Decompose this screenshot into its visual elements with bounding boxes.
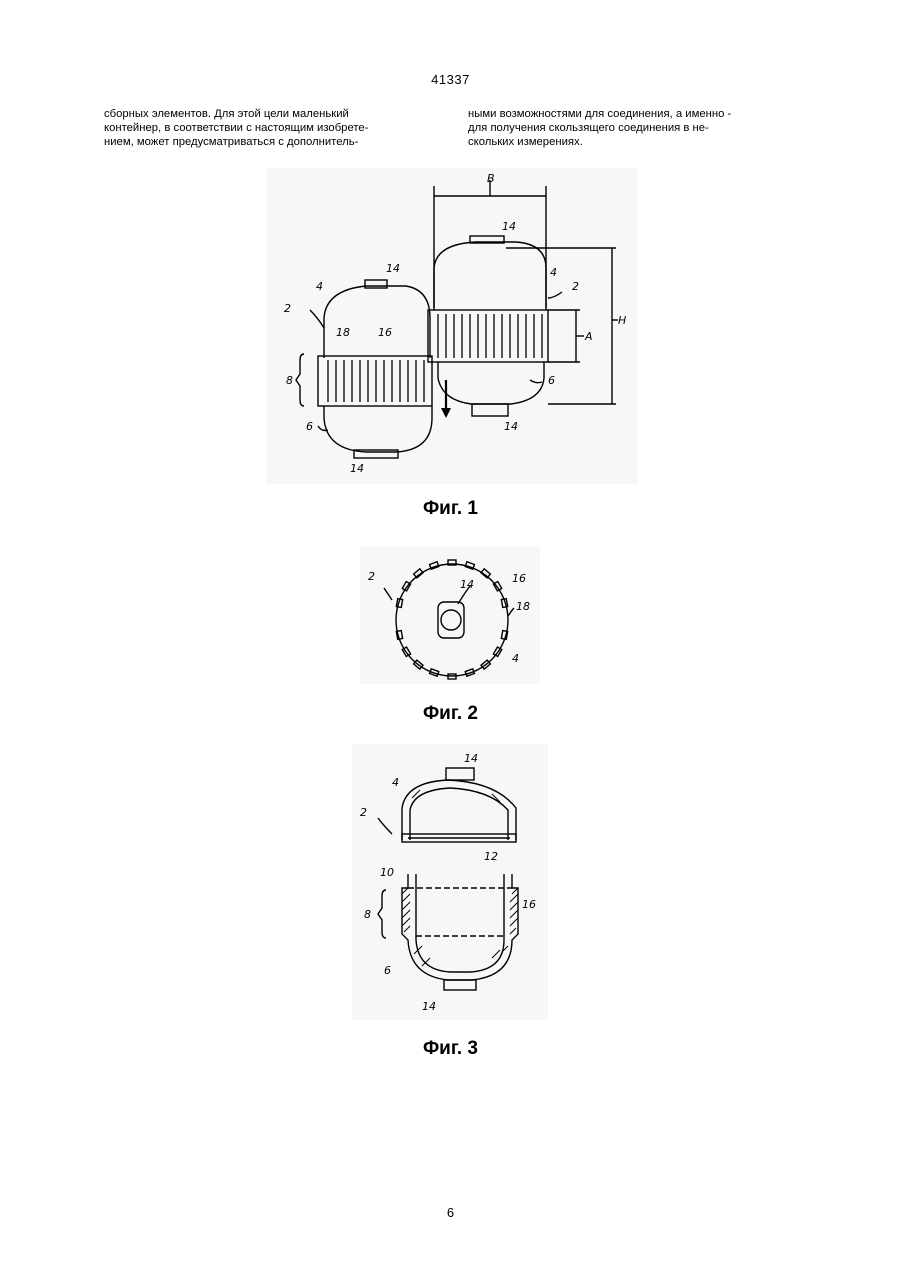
figure-3-drawing: 14 4 2 12 10 8 16 6 14 (352, 744, 548, 1020)
label-4: 4 (512, 652, 519, 665)
text-line: нием, может предусматриваться с дополнит… (104, 135, 432, 149)
label-2: 2 (368, 570, 375, 583)
label-14: 14 (504, 420, 518, 433)
label-14: 14 (386, 262, 400, 275)
figure-1-drawing: B H A 14 4 2 6 14 14 4 2 18 16 8 6 14 (266, 168, 638, 484)
label-16: 16 (378, 326, 392, 339)
page-footer-number: 6 (0, 1205, 901, 1220)
right-bottom-knob (472, 404, 508, 416)
label-16: 16 (522, 898, 536, 911)
text-line: контейнер, в соответствии с настоящим из… (104, 121, 432, 135)
label-8: 8 (364, 908, 371, 921)
left-top-knob (365, 280, 387, 288)
lid-knob (446, 768, 474, 780)
label-a: A (584, 330, 593, 343)
label-4: 4 (392, 776, 399, 789)
label-12: 12 (484, 850, 498, 863)
figure-2: 2 14 16 18 4 (360, 546, 540, 684)
body-knob (444, 980, 476, 990)
text-line: ными возможностями для соединения, а име… (468, 107, 796, 121)
label-14: 14 (502, 220, 516, 233)
lid-disc (396, 564, 508, 676)
text-line: для получения скользящего соединения в н… (468, 121, 796, 135)
label-18: 18 (336, 326, 350, 339)
figure-1-caption: Фиг. 1 (0, 498, 901, 520)
text-column-right: ными возможностями для соединения, а име… (468, 107, 796, 149)
right-container-top-cap (434, 242, 546, 310)
label-4: 4 (316, 280, 323, 293)
body-section (402, 874, 518, 980)
label-6: 6 (548, 374, 555, 387)
text-line: скольких измерениях. (468, 135, 796, 149)
label-2: 2 (360, 806, 367, 819)
label-16: 16 (512, 572, 526, 585)
label-h: H (618, 314, 626, 327)
text-line: сборных элементов. Для этой цели маленьк… (104, 107, 432, 121)
figure-2-drawing: 2 14 16 18 4 (360, 546, 540, 684)
ribs-right (438, 314, 542, 358)
right-container-bottom-cap (438, 362, 544, 404)
label-18: 18 (516, 600, 530, 613)
label-14: 14 (350, 462, 364, 475)
text-column-left: сборных элементов. Для этой цели маленьк… (104, 107, 432, 149)
label-8: 8 (286, 374, 293, 387)
label-6: 6 (306, 420, 313, 433)
label-10: 10 (380, 866, 394, 879)
figure-3: 14 4 2 12 10 8 16 6 14 (352, 744, 548, 1020)
hatching (402, 790, 518, 966)
left-container-top-cap (324, 286, 430, 358)
label-b: B (487, 172, 495, 185)
figure-1: B H A 14 4 2 6 14 14 4 2 18 16 8 6 14 (266, 168, 638, 484)
left-container-bottom-cap (324, 406, 432, 452)
page-header-number: 41337 (0, 72, 901, 87)
figure-2-caption: Фиг. 2 (0, 703, 901, 725)
label-6: 6 (384, 964, 391, 977)
label-2: 2 (284, 302, 291, 315)
label-14: 14 (422, 1000, 436, 1013)
label-4: 4 (550, 266, 557, 279)
label-14: 14 (460, 578, 474, 591)
label-14: 14 (464, 752, 478, 765)
ribs-left (328, 360, 424, 402)
label-2: 2 (572, 280, 579, 293)
center-hole (441, 610, 461, 630)
figure-3-caption: Фиг. 3 (0, 1038, 901, 1060)
left-ribbed-band (318, 356, 432, 406)
